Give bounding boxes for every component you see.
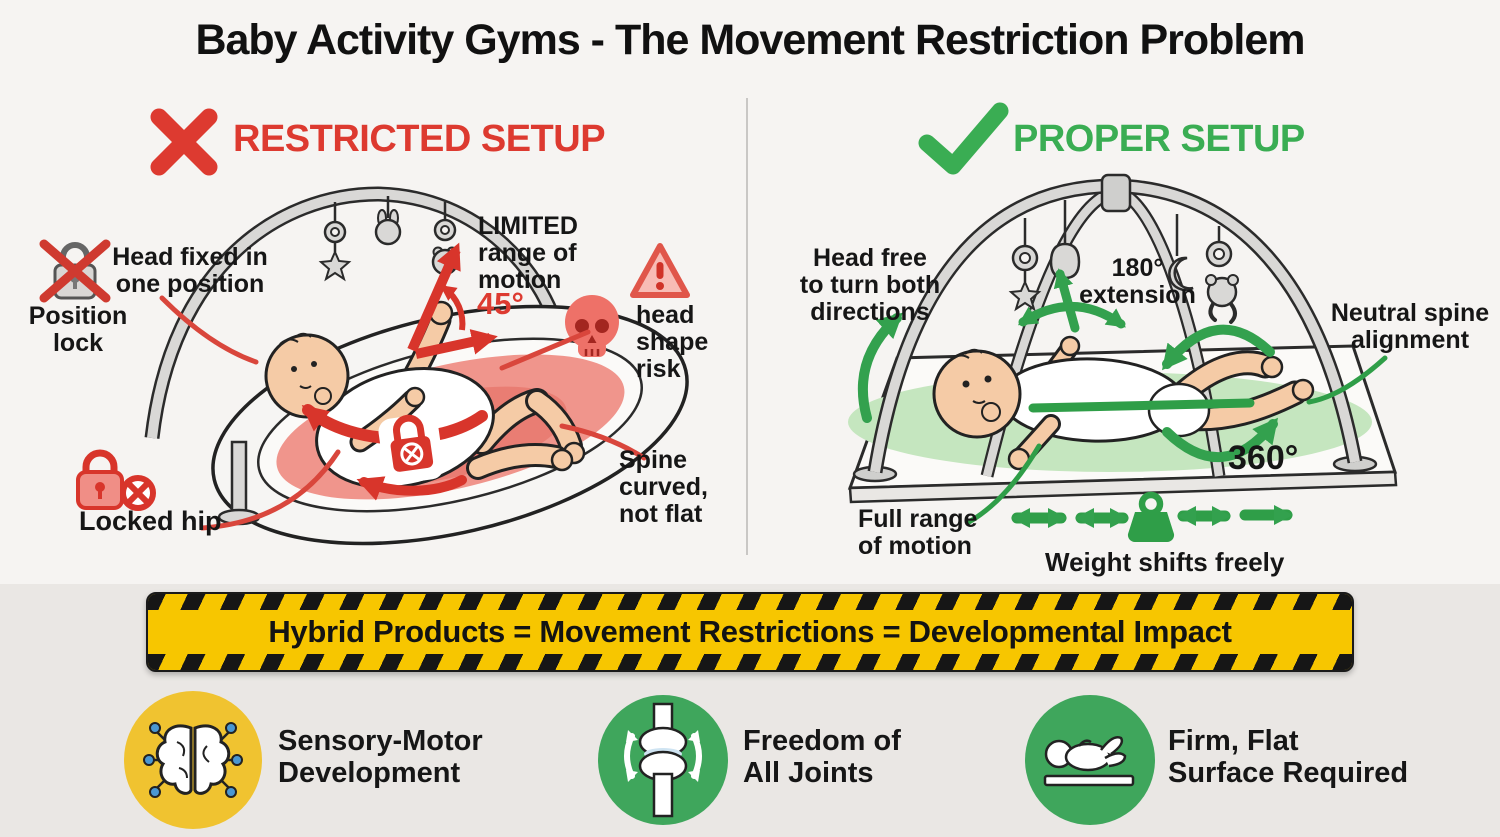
label-full-range: Full range of motion xyxy=(858,505,978,560)
joint-freedom-circle xyxy=(598,695,728,825)
warning-triangle-icon xyxy=(630,243,690,298)
banner-text: Hybrid Products = Movement Restrictions … xyxy=(268,614,1232,649)
proper-setup-header: PROPER SETUP xyxy=(1013,118,1305,160)
restricted-illustration xyxy=(144,186,690,546)
flat-surface-label: Firm, Flat Surface Required xyxy=(1168,725,1409,789)
label-weight-shifts: Weight shifts freely xyxy=(1045,547,1285,577)
label-head-fixed: Head fixed in one position xyxy=(112,243,268,298)
baby-flat-icon xyxy=(1043,736,1135,787)
warning-banner: Hybrid Products = Movement Restrictions … xyxy=(146,592,1354,672)
green-annotation-lines xyxy=(966,355,1388,525)
spine-alignment-line xyxy=(1028,398,1255,413)
sensory-motor-label: Sensory-Motor Development xyxy=(278,725,483,789)
label-locked-hip: Locked hip xyxy=(79,506,222,536)
banner-stripe-bottom xyxy=(148,654,1352,670)
weight-icon xyxy=(1127,491,1175,543)
banner-stripe-top xyxy=(148,594,1352,610)
label-360-degrees: 360° xyxy=(1228,439,1299,477)
flat-surface-circle xyxy=(1025,695,1155,825)
page-title: Baby Activity Gyms - The Movement Restri… xyxy=(195,16,1305,64)
position-lock-icon xyxy=(39,239,111,303)
hip-lock-badge-icon xyxy=(378,413,444,485)
label-head-free: Head free to turn both directions xyxy=(799,244,941,326)
panel-divider xyxy=(746,98,748,555)
baby-proper-figure xyxy=(932,335,1315,471)
gym-arch-icon xyxy=(144,186,570,439)
label-neutral-spine: Neutral spine alignment xyxy=(1330,299,1490,354)
sensory-motor-circle xyxy=(124,691,262,829)
limited-range-arrows-icon xyxy=(407,242,498,359)
label-position-lock: Position lock xyxy=(28,302,128,357)
red-annotation-lines xyxy=(159,295,647,531)
movement-arrows-icon xyxy=(857,268,1279,462)
label-45-degrees: 45° xyxy=(477,286,524,321)
joint-icon xyxy=(624,702,702,818)
label-limited-range: LIMITED range of motion xyxy=(478,212,578,294)
proper-illustration xyxy=(847,173,1398,543)
restricted-setup-header: RESTRICTED SETUP xyxy=(233,118,606,160)
label-spine-curved: Spine curved, not flat xyxy=(619,446,708,528)
weight-shift-arrows-icon xyxy=(1011,505,1293,528)
label-180-extension: 180° extension xyxy=(1079,254,1196,309)
locked-hip-icon xyxy=(76,449,156,511)
brain-icon xyxy=(143,722,243,798)
joint-freedom-label: Freedom of All Joints xyxy=(743,725,901,789)
baby-restricted-figure xyxy=(264,300,586,489)
label-head-shape-risk: head shape risk xyxy=(636,301,709,383)
green-check-icon xyxy=(918,102,1009,175)
red-x-icon xyxy=(150,108,218,176)
